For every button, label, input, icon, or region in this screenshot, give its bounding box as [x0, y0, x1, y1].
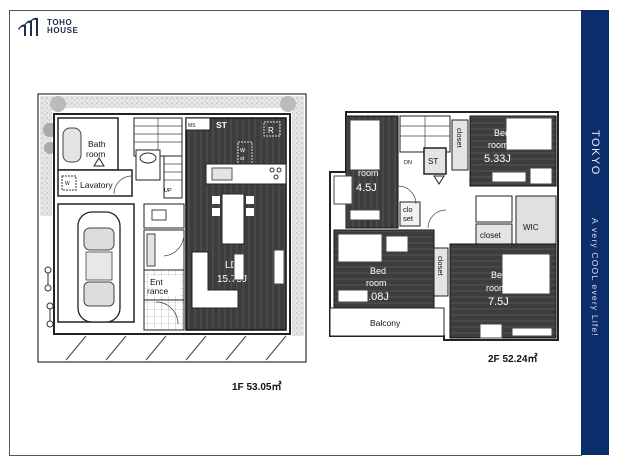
floor-plan-2f: Bed room 4.5J clo set DN ST closet Bed r… — [329, 111, 559, 341]
room-label-bed-c-2: room — [366, 278, 387, 288]
closet-set-label-2: set — [403, 214, 414, 223]
room-label-bed-a-2: room — [358, 168, 379, 178]
floor-plan-1f: Bath room UP W Lavatory Ent rance — [37, 93, 307, 363]
car-icon — [77, 211, 121, 323]
ms-label: MS — [188, 123, 196, 129]
closet-top-label: closet — [455, 128, 464, 149]
room-size-ldk: 15.75J — [217, 274, 247, 285]
room-size-bed-c: 6.08J — [362, 291, 389, 303]
storage-label-st-2f: ST — [428, 157, 438, 166]
cupboard-label-2: st — [240, 156, 245, 162]
stair-down-label: DN — [404, 160, 412, 166]
cupboard-label: W — [240, 148, 246, 154]
room-label-entrance: Ent — [150, 277, 163, 287]
room-label-bed-a: Bed — [362, 155, 378, 165]
logo-line-2: HOUSE — [47, 26, 79, 35]
storage-label-st: ST — [216, 120, 228, 130]
logo-line-1: TOHO — [47, 17, 73, 27]
room-label-bed-c: Bed — [370, 266, 386, 276]
stair-up-label: UP — [164, 188, 172, 194]
fridge-label-r: R — [268, 126, 274, 135]
floor-1-area: 1F 53.05㎡ — [232, 382, 282, 393]
room-size-bed-d: 7.5J — [488, 296, 509, 308]
room-label-lavatory: Lavatory — [80, 180, 113, 190]
room-size-bed-a: 4.5J — [356, 182, 377, 194]
band-title: TOKYO — [589, 130, 601, 176]
closet-mid-label: closet — [480, 231, 502, 240]
washer-label: W — [65, 181, 70, 187]
balcony-label: Balcony — [370, 318, 401, 328]
toho-house-logo-icon — [18, 17, 38, 36]
room-label-bed-d: Bed — [491, 270, 507, 280]
wic-label: WIC — [523, 223, 539, 232]
room-label-bath: Bath — [88, 139, 106, 149]
room-label-bed-b-2: room — [488, 140, 509, 150]
bicycle-icon — [44, 266, 54, 328]
brand-logo: TOHO HOUSE — [16, 17, 78, 37]
room-label-entrance-2: rance — [147, 286, 169, 296]
closet-side-label: closet — [436, 256, 445, 277]
side-band: TOKYO A very COOL every Life! — [581, 10, 609, 455]
room-size-bed-b: 5.33J — [484, 153, 511, 165]
closet-set-label: clo — [403, 205, 413, 214]
room-label-bath-2: room — [86, 149, 105, 159]
room-label-bed-b: Bed — [494, 128, 510, 138]
room-label-bed-d-2: room — [486, 283, 507, 293]
band-tagline: A very COOL every Life! — [590, 218, 600, 337]
floor-2-area: 2F 52.24㎡ — [488, 354, 538, 365]
